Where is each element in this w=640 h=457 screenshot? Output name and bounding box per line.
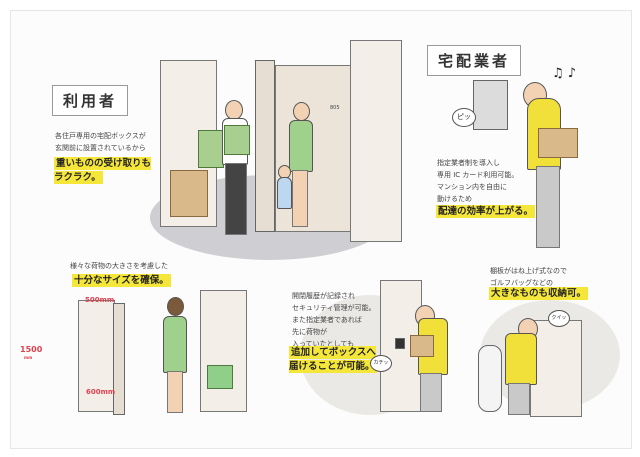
box-interior — [200, 290, 247, 412]
music-notes-icon: ♫ ♪ — [552, 66, 577, 81]
courier-section-description: 指定業者制を導入し 専用 IC カード利用可能。 マンション内を自由に 動けるた… — [437, 159, 519, 203]
apartment-number: 805 — [330, 105, 340, 111]
security-section-highlight: 追加してボックスへ 届けることが可能。 — [289, 346, 377, 374]
courier-section-title: 宅配業者 — [427, 45, 522, 76]
user-highlight-text: 重いものの受け取りも ラクラク。 — [54, 157, 152, 184]
shelf-section-description: 棚板がはね上げ式なので ゴルフバッグなどの — [490, 267, 567, 287]
golf-bag — [478, 345, 502, 412]
box-door-open — [113, 303, 125, 415]
courier-highlight-text: 配達の効率が上がる。 — [436, 205, 536, 218]
courier-section-highlight: 配達の効率が上がる。 — [436, 205, 536, 219]
box-with-flip-shelf — [530, 320, 582, 417]
height-measurement: 1500 — [20, 345, 43, 354]
height-unit: mm — [24, 355, 33, 360]
box-dimension-diagram — [78, 300, 115, 412]
user-section-highlight: 重いものの受け取りも ラクラク。 — [54, 157, 152, 185]
wall-pillar — [350, 40, 402, 242]
tea-boxes — [198, 130, 224, 168]
ic-card-reader-panel — [473, 80, 508, 130]
click-bubble: カチッ — [370, 355, 392, 372]
depth-measurement: 600mm — [86, 388, 116, 396]
shelf-highlight-text: 大きなものも収納可。 — [489, 287, 589, 300]
size-section-description: 様々な荷物の大きさを考慮した — [70, 262, 168, 270]
flip-bubble: クイッ — [548, 310, 570, 327]
parcels — [170, 170, 208, 217]
security-section-description: 開閉履歴が記録され セキュリティ管理が可能。 また指定業者であれば 先に荷物が … — [292, 292, 376, 348]
lock-icon — [395, 338, 405, 349]
security-highlight-text: 追加してボックスへ 届けることが可能。 — [289, 346, 377, 373]
size-highlight-text: 十分なサイズを確保。 — [72, 274, 171, 287]
width-measurement: 500mm — [85, 296, 115, 304]
shelf-section-highlight: 大きなものも収納可。 — [489, 287, 589, 301]
green-case — [207, 365, 233, 389]
beep-bubble: ピッ — [452, 108, 476, 127]
entrance-door — [255, 60, 275, 232]
size-section-highlight: 十分なサイズを確保。 — [72, 274, 171, 288]
user-section-description: 各住戸専用の宅配ボックスが 玄関前に設置されているから — [55, 132, 146, 152]
user-section-title: 利用者 — [52, 85, 129, 116]
